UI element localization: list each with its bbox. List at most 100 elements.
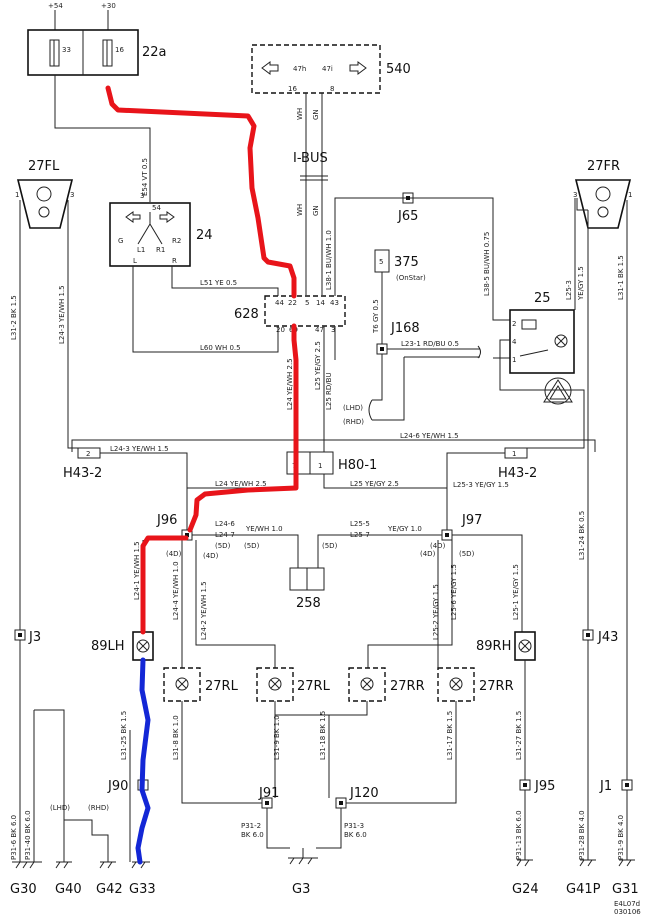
svg-text:2: 2 [86, 450, 90, 458]
wire-l31-27: L31-27 BK 1.5 [515, 711, 523, 760]
pin-628-43: 43 [330, 299, 339, 307]
label-25: 25 [534, 291, 551, 306]
wire-l25-3: L25-3 YE/GY 1.5 [453, 481, 509, 489]
wire-l31-9: L31-9 BK 1.0 [273, 715, 281, 760]
label-27fl: 27FL [28, 159, 60, 174]
label-rhd-1: (RHD) [343, 418, 364, 426]
label-ibus: I-BUS [293, 151, 328, 166]
fuse-33: 33 [62, 46, 71, 54]
label-j97: J97 [461, 513, 482, 528]
label-j96: J96 [156, 513, 177, 528]
ground-g30: G30 [10, 882, 37, 897]
wire-l31-25: L31-25 BK 1.5 [120, 711, 128, 760]
pin-47h: 47h [293, 65, 306, 73]
ground-g24: G24 [512, 882, 539, 897]
label-4d-2: (4D) [420, 550, 436, 558]
wire-l38-1: L38-1 BU/WH 1.0 [325, 230, 333, 290]
wire-l24-7: L24-7 [215, 531, 235, 539]
label-h80-1: H80-1 [338, 458, 377, 473]
pin-628-20: 20 [276, 326, 285, 334]
wire-l25-rdbu: L25 RD/BU [325, 372, 333, 410]
pin-24-l1: L1 [137, 246, 145, 254]
wire-l51: L51 YE 0.5 [200, 279, 237, 287]
wire-l25-1: L25-1 YE/GY 1.5 [512, 564, 520, 620]
label-j120: J120 [349, 786, 379, 801]
pin-24-3: 3 [140, 192, 144, 200]
ground-g42: G42 [96, 882, 123, 897]
wire-l60: L60 WH 0.5 [200, 344, 241, 352]
wire-e54: E54 VT 0.5 [141, 158, 149, 196]
wire-yw10: YE/WH 1.0 [245, 525, 283, 533]
wire-l25: L25 YE/GY 2.5 [314, 341, 322, 390]
wire-p31-6: P31-6 BK 6.0 [10, 815, 18, 860]
label-j3: J3 [28, 630, 41, 645]
wire-l23-1: L23-1 RD/BU 0.5 [401, 340, 459, 348]
wire-l24-2: L24-2 YE/WH 1.5 [200, 581, 208, 640]
headlamp-27fr [574, 179, 632, 229]
label-j168: J168 [390, 321, 420, 336]
svg-text:3: 3 [573, 191, 577, 199]
label-375: 375 [394, 255, 419, 270]
wire-l24-6: L24-6 YE/WH 1.5 [400, 432, 459, 440]
wire-l24: L24 YE/WH 2.5 [286, 358, 294, 410]
svg-text:1: 1 [318, 462, 322, 470]
wire-wh2: WH [296, 204, 304, 216]
label-4d-1: (4D) [203, 552, 219, 560]
pin-24-54: 54 [152, 204, 161, 212]
hazard-triangle-icon [543, 379, 573, 403]
svg-text:2: 2 [512, 320, 516, 328]
lamp-icon [554, 334, 568, 348]
label-j91: J91 [258, 786, 279, 801]
wire-l31-1: L31-1 BK 1.5 [617, 255, 625, 300]
wire-l25-2: L25-2 YE/GY 1.5 [432, 584, 440, 640]
wire-bk60a: BK 6.0 [241, 831, 264, 839]
hazard-switch-25 [509, 309, 575, 374]
pin-628-47: 47 [315, 326, 324, 334]
label-lhd-1: (LHD) [343, 404, 363, 412]
supply-30: +30 [101, 2, 116, 10]
label-5d-3: (5D) [322, 542, 338, 550]
ground-g41p: G41P [566, 882, 601, 897]
ground-symbols [12, 857, 635, 869]
wire-gn2: GN [312, 205, 320, 216]
wire-l25-3-top: L25-3 [565, 280, 573, 300]
switch-24 [109, 202, 191, 267]
wire-l24-1: L24-1 YE/WH 1.5 [133, 541, 141, 600]
wire-p31-9: P31-9 BK 4.0 [617, 815, 625, 860]
wire-l24-6b: L24-6 [215, 520, 235, 528]
ground-g33: G33 [129, 882, 156, 897]
lamp-27rl-1 [163, 667, 201, 702]
svg-text:1: 1 [512, 450, 516, 458]
label-258: 258 [296, 596, 321, 611]
wire-l24-4: L24-4 YE/WH 1.0 [172, 561, 180, 620]
wire-yg10: YE/GY 1.0 [387, 525, 422, 533]
label-5d-2: (5D) [244, 542, 260, 550]
wire-l38-5: L38-5 BU/WH 0.75 [483, 232, 491, 296]
pin-47i: 47i [322, 65, 333, 73]
label-24: 24 [196, 228, 213, 243]
wire-p31-13: P31-13 BK 6.0 [515, 810, 523, 860]
wire-p31-40: P31-40 BK 6.0 [24, 810, 32, 860]
wire-l25-6: L25-6 YE/GY 1.5 [450, 564, 458, 620]
wire-ygy15: YE/GY 1.5 [577, 266, 585, 301]
module-628 [264, 295, 346, 327]
wire-p31-3: P31-3 [344, 822, 364, 830]
arrow-right-icon [349, 61, 367, 75]
label-5d-4: (5D) [459, 550, 475, 558]
pin-540-8: 8 [330, 85, 334, 93]
svg-text:3: 3 [70, 191, 74, 199]
wire-l24-3: L24-3 YE/WH 1.5 [58, 285, 66, 344]
ground-g3: G3 [292, 882, 310, 897]
label-j1: J1 [599, 779, 612, 794]
label-27rl-2: 27RL [297, 679, 331, 694]
svg-text:4: 4 [512, 338, 517, 346]
wire-l31-8: L31-8 BK 1.0 [172, 715, 180, 760]
label-j95: J95 [534, 779, 555, 794]
wire-l25-5: L25-5 [350, 520, 370, 528]
label-4d-3: (4D) [166, 550, 182, 558]
pin-628-14: 14 [316, 299, 325, 307]
highlight-red-path [105, 85, 299, 635]
wire-bk60b: BK 6.0 [344, 831, 367, 839]
